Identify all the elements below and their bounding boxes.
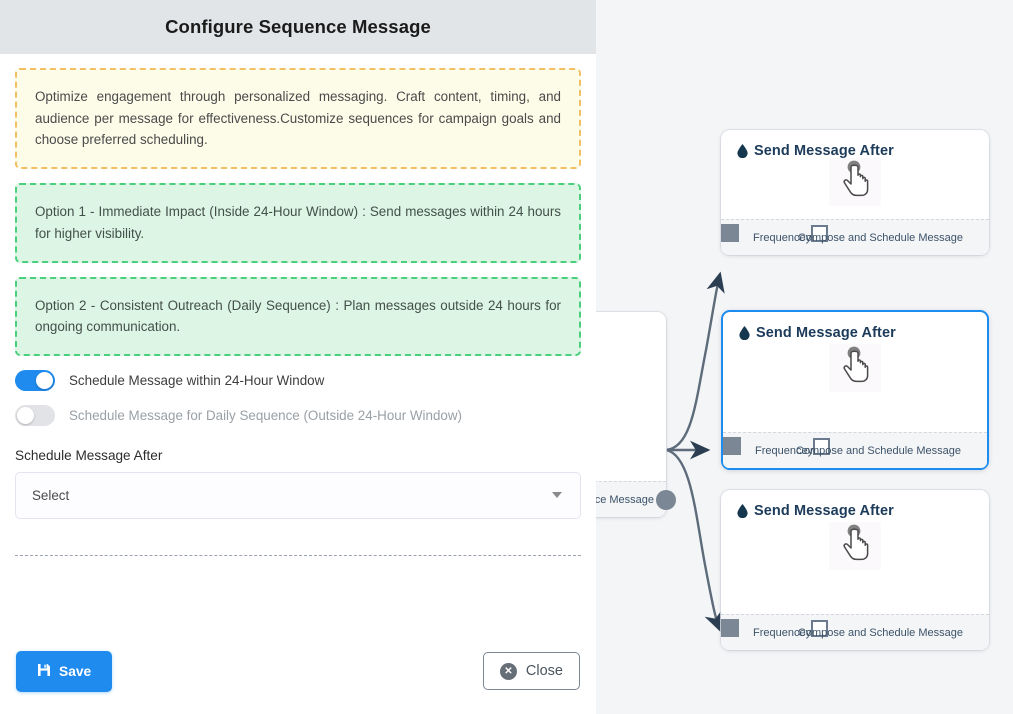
configure-sequence-dialog: Configure Sequence Message Optimize enga… xyxy=(0,0,596,714)
flow-node-3-title-row: Send Message After xyxy=(737,503,973,519)
droplet-icon xyxy=(737,144,748,159)
flow-node-2-title: Send Message After xyxy=(756,325,896,341)
flow-node-2-footer: Frequencey Compose and Schedule Message xyxy=(723,432,987,468)
save-button[interactable]: Save xyxy=(16,650,113,692)
flow-node-2-input-label: Frequencey xyxy=(755,444,814,457)
close-circle-icon: ✕ xyxy=(499,662,517,680)
toggle-schedule-within-24h[interactable] xyxy=(15,369,55,391)
flow-node-1-input-label: Frequencey xyxy=(753,231,812,244)
hand-pointer-icon xyxy=(829,522,881,570)
toggle-row-24h: Schedule Message within 24-Hour Window xyxy=(15,369,581,391)
flow-node-3-output-label: Compose and Schedule Message xyxy=(797,626,963,639)
flow-node-2[interactable]: Send Message After Frequencey Compose an… xyxy=(721,310,989,470)
close-button[interactable]: ✕ Close xyxy=(482,652,580,690)
info-callout: Optimize engagement through personalized… xyxy=(15,68,581,170)
flow-node-3-output-port[interactable] xyxy=(811,619,829,637)
toggle-schedule-within-24h-label: Schedule Message within 24-Hour Window xyxy=(69,372,325,388)
flow-canvas[interactable]: ce Message Send Message After xyxy=(530,0,1013,714)
flow-node-1-title-row: Send Message After xyxy=(737,143,973,159)
toggle-knob xyxy=(17,406,34,424)
flow-node-3-input-port[interactable] xyxy=(721,619,739,637)
flow-node-1[interactable]: Send Message After Frequencey Compose an… xyxy=(721,130,989,255)
option-2-callout: Option 2 - Consistent Outreach (Daily Se… xyxy=(15,276,581,356)
chevron-down-icon xyxy=(552,492,562,499)
toggle-knob xyxy=(36,371,53,389)
page-title: Configure Sequence Message xyxy=(165,16,431,37)
droplet-icon xyxy=(739,326,750,341)
flow-node-3-title: Send Message After xyxy=(754,503,894,519)
flow-node-3-footer: Frequencey Compose and Schedule Message xyxy=(721,614,989,650)
dialog-body: Optimize engagement through personalized… xyxy=(0,54,596,628)
source-node-output-label: ce Message xyxy=(594,493,654,506)
flow-edges xyxy=(665,271,725,633)
floppy-disk-icon xyxy=(37,663,51,680)
dialog-header: Configure Sequence Message xyxy=(0,0,596,54)
schedule-message-after-label: Schedule Message After xyxy=(15,447,163,463)
toggle-schedule-daily-sequence[interactable] xyxy=(15,404,55,426)
schedule-message-after-select[interactable]: Select xyxy=(15,471,581,519)
schedule-message-after-value: Select xyxy=(32,487,70,503)
option-1-callout: Option 1 - Immediate Impact (Inside 24-H… xyxy=(15,183,581,263)
flow-node-1-input-port[interactable] xyxy=(721,224,739,242)
footer-divider xyxy=(15,554,581,556)
dialog-footer: Save ✕ Close xyxy=(0,628,596,714)
flow-node-1-body: Send Message After xyxy=(721,130,989,219)
hand-pointer-icon xyxy=(829,344,881,392)
droplet-icon xyxy=(737,504,748,519)
toggle-row-daily: Schedule Message for Daily Sequence (Out… xyxy=(15,404,581,426)
flow-node-3-input-label: Frequencey xyxy=(753,626,812,639)
flow-node-2-body: Send Message After xyxy=(723,312,987,432)
flow-node-1-title: Send Message After xyxy=(754,143,894,159)
flow-node-2-input-port[interactable] xyxy=(723,437,741,455)
save-button-label: Save xyxy=(59,663,92,679)
flow-node-3-body: Send Message After xyxy=(721,490,989,614)
flow-node-1-footer: Frequencey Compose and Schedule Message xyxy=(721,219,989,255)
flow-node-3[interactable]: Send Message After Frequencey Compose an… xyxy=(721,490,989,650)
flow-node-2-title-row: Send Message After xyxy=(739,325,971,341)
flow-node-2-output-port[interactable] xyxy=(813,437,831,455)
flow-node-2-output-label: Compose and Schedule Message xyxy=(795,444,961,457)
flow-node-1-output-label: Compose and Schedule Message xyxy=(797,231,963,244)
hand-pointer-icon xyxy=(829,158,881,206)
source-node-output-port[interactable] xyxy=(656,489,676,510)
toggle-schedule-daily-sequence-label: Schedule Message for Daily Sequence (Out… xyxy=(69,407,462,423)
close-button-label: Close xyxy=(525,663,563,679)
flow-node-1-output-port[interactable] xyxy=(811,224,829,242)
